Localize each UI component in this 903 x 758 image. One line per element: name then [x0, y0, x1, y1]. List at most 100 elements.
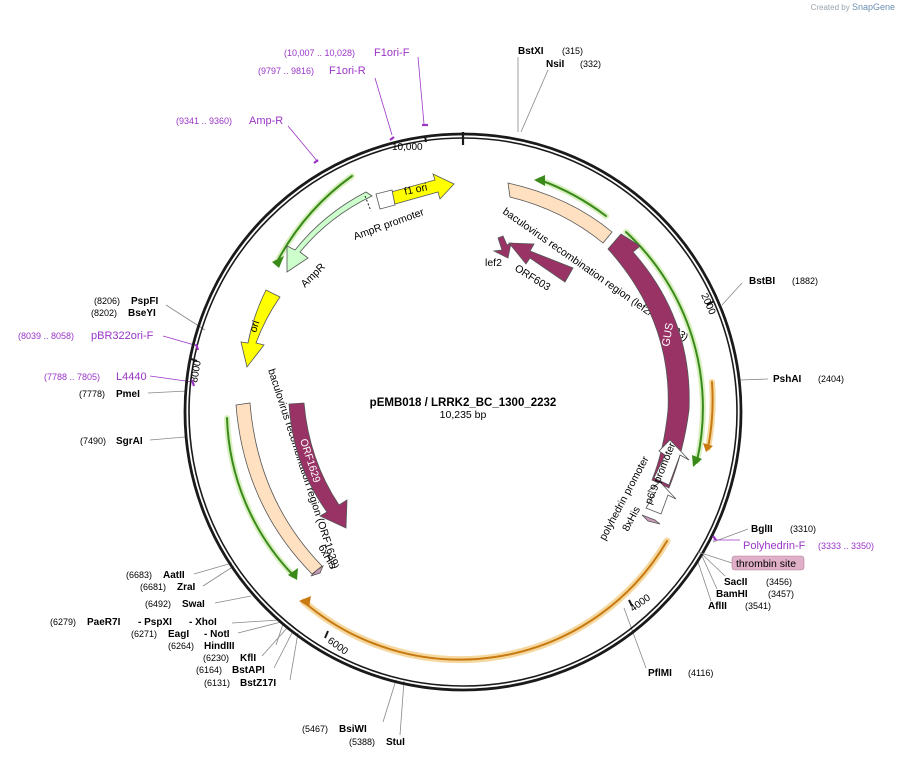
enzyme-position: (6279) [50, 617, 76, 627]
lef2-arrow [492, 235, 512, 259]
enzyme-position: (5388) [349, 737, 375, 747]
primer-position: (8039 .. 8058) [18, 331, 74, 341]
plasmid-name: pEMB018 / LRRK2_BC_1300_2232 [370, 397, 557, 409]
enzyme-position: (1882) [792, 276, 818, 286]
enzyme-position: (8202) [91, 308, 117, 318]
enzyme-position: (3456) [766, 577, 792, 587]
enzyme-position: (6131) [204, 678, 230, 688]
enzyme-name: HindIII [204, 641, 235, 652]
baculovirus-region-right [507, 182, 613, 244]
leader-f1ori-f [417, 56, 425, 125]
primer-name: F1ori-F [374, 47, 410, 59]
primer-name: Polyhedrin-F [743, 540, 806, 552]
enzyme-name: SwaI [182, 599, 205, 610]
enzyme-leader-lines [147, 57, 769, 736]
polyhedrin-promoter-arrow [645, 481, 677, 515]
lef2-label: lef2 [485, 257, 502, 269]
enzyme-name: PflMI [648, 668, 672, 679]
enzyme-position: (8206) [94, 296, 120, 306]
short-orange-direction-arc [707, 381, 714, 449]
enzyme-name: StuI [386, 737, 405, 748]
enzyme-name: SacII [724, 577, 748, 588]
primer-position: (9797 .. 9816) [258, 66, 314, 76]
enzyme-position: (7778) [79, 389, 105, 399]
primer-position: (10,007 .. 10,028) [284, 48, 355, 58]
leader-pmei [147, 390, 188, 394]
enzyme-name: BstAPI [232, 665, 265, 676]
gus-label: GUS [660, 322, 676, 348]
enzyme-position: (332) [580, 59, 601, 69]
enzyme-position: (2404) [818, 374, 844, 384]
arc-arrowheads [272, 175, 713, 607]
enzyme-name: AatII [163, 570, 185, 581]
leader-bamhi [701, 555, 718, 590]
enzyme-name: BsiWI [339, 724, 367, 735]
leader-aatii [193, 562, 233, 575]
primer-name: L4440 [116, 371, 147, 383]
ori-label: ori [247, 319, 262, 334]
leader-stui [399, 680, 405, 736]
enzyme-name: PmeI [116, 389, 140, 400]
gus-direction-arc [625, 231, 704, 462]
enzyme-position: (6271) [131, 629, 157, 639]
p69-promoter-arrow [653, 439, 690, 486]
orf1629-arrow [288, 402, 348, 529]
tick-label: 10,000 [392, 142, 423, 153]
leader-aflii [697, 561, 712, 602]
enzyme-position: (6683) [126, 570, 152, 580]
enzyme-name: BstXI [518, 46, 544, 57]
primer-position: (9341 .. 9360) [176, 116, 232, 126]
gus-arrow [607, 233, 690, 489]
enzyme-position: (3541) [745, 601, 771, 611]
f1-ori-label: f1 ori [403, 181, 428, 198]
leader-bsiwi [382, 679, 397, 723]
enzyme-name: NsiI [546, 59, 565, 70]
enzyme-name: BglII [751, 524, 773, 535]
primer-labels: (10,007 .. 10,028) F1ori-F (9797 .. 9816… [18, 47, 874, 552]
tick-label: 4000 [628, 592, 653, 614]
leader-swai [214, 595, 252, 604]
enzyme-position: (6264) [168, 641, 194, 651]
enzyme-labels: BstXI (315) NsiI (332) BstBI (1882) PshA… [50, 46, 844, 748]
primer-position: (3333 .. 3350) [818, 541, 874, 551]
snapgene-brand: SnapGene [851, 2, 895, 12]
enzyme-position: (3457) [768, 589, 794, 599]
leader-pflmi [623, 607, 647, 669]
enzyme-position: (6164) [196, 665, 222, 675]
enzyme-name-xhoi: - XhoI [189, 617, 217, 628]
enzyme-position: (315) [562, 46, 583, 56]
snapgene-credit: Created by SnapGene [811, 2, 895, 12]
tick-marks [190, 135, 715, 639]
leader-pshai [739, 378, 769, 381]
bv-left-direction-arc [226, 417, 294, 576]
leader-zrai [202, 565, 235, 587]
leader-kfli [261, 627, 288, 657]
enzyme-name: BseYI [128, 308, 156, 319]
primer-position: (7788 .. 7805) [44, 372, 100, 382]
enzyme-position: (5467) [302, 724, 328, 734]
enzyme-name: PshAI [773, 374, 802, 385]
enzyme-name: AflII [708, 601, 727, 612]
enzyme-name: SgrAI [116, 436, 143, 447]
leader-paer7i [231, 619, 280, 624]
tick-label: 8000 [189, 359, 204, 383]
thrombin-site-label: thrombin site [736, 558, 796, 570]
leader-f1ori-r [374, 77, 393, 136]
his-tag-left [310, 564, 324, 577]
ampr-promoter-box [375, 189, 396, 210]
enzyme-name: BstBI [749, 276, 775, 287]
enzyme-name: BamHI [716, 589, 748, 600]
enzyme-name: BstZ17I [240, 678, 276, 689]
orf603-arrow [508, 242, 574, 283]
leader-hindiii [275, 623, 284, 646]
enzyme-name: ZraI [177, 582, 196, 593]
f1-ori-arrow [390, 173, 455, 205]
enzyme-name-notI: - NotI [204, 629, 230, 640]
enzyme-position: (6492) [145, 599, 171, 609]
leader-bstz17i [289, 632, 299, 681]
primer-marks [190, 123, 717, 541]
leader-sgrai [149, 436, 186, 441]
baculovirus-region-left [235, 402, 323, 575]
ampr-arrow [286, 191, 373, 273]
